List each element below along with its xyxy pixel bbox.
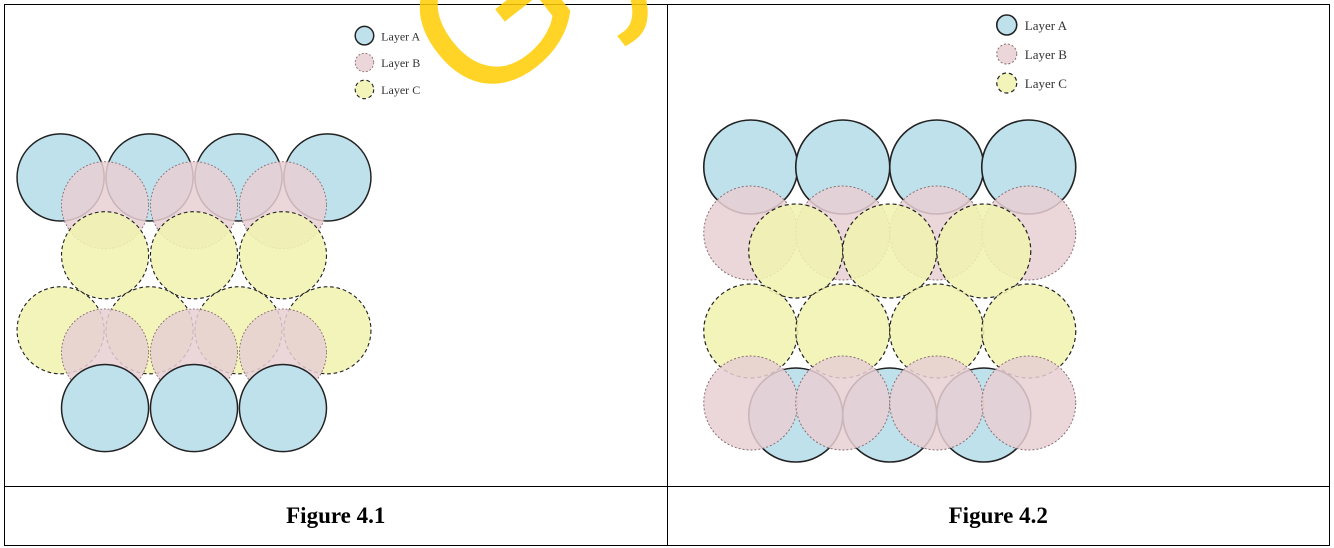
- figure-4-2-caption: Figure 4.2: [666, 486, 1330, 546]
- figure-4-1-panel: Layer A Layer B Layer C: [4, 4, 668, 487]
- layer-c-sphere: [841, 203, 937, 299]
- layer-a-sphere: [60, 363, 150, 453]
- layer-a-sphere: [149, 363, 239, 453]
- legend-label-layer-c: Layer C: [381, 83, 420, 97]
- figure-4-1-diagram: Layer A Layer B Layer C: [16, 25, 421, 453]
- layer-c-sphere: [354, 79, 375, 100]
- layer-c-sphere: [149, 211, 239, 300]
- layer-b-sphere: [702, 355, 798, 451]
- layer-c-sphere: [747, 203, 843, 299]
- figure-4-2-diagram: Layer A Layer B Layer C: [702, 14, 1077, 463]
- layer-b-sphere: [354, 52, 375, 73]
- layer-b-sphere: [888, 355, 984, 451]
- layer-a-sphere: [354, 25, 375, 46]
- legend-label-layer-b: Layer B: [1024, 47, 1067, 62]
- layer-c-sphere: [935, 203, 1031, 299]
- layer-a-sphere: [995, 14, 1018, 36]
- layer-b-sphere: [794, 355, 890, 451]
- legend-label-layer-a: Layer A: [381, 29, 420, 43]
- layer-a-sphere: [238, 363, 328, 453]
- layer-c-sphere: [238, 211, 328, 300]
- layer-b-sphere: [995, 43, 1017, 65]
- legend-label-layer-b: Layer B: [381, 56, 420, 70]
- legend-label-layer-a: Layer A: [1024, 18, 1067, 33]
- layer-c-sphere: [995, 72, 1017, 94]
- layer-c-sphere: [60, 211, 150, 300]
- figure-4-1-caption: Figure 4.1: [4, 486, 668, 546]
- legend-label-layer-c: Layer C: [1024, 76, 1066, 91]
- figure-4-2-panel: Layer A Layer B Layer C: [666, 4, 1330, 487]
- layer-b-sphere: [980, 355, 1076, 451]
